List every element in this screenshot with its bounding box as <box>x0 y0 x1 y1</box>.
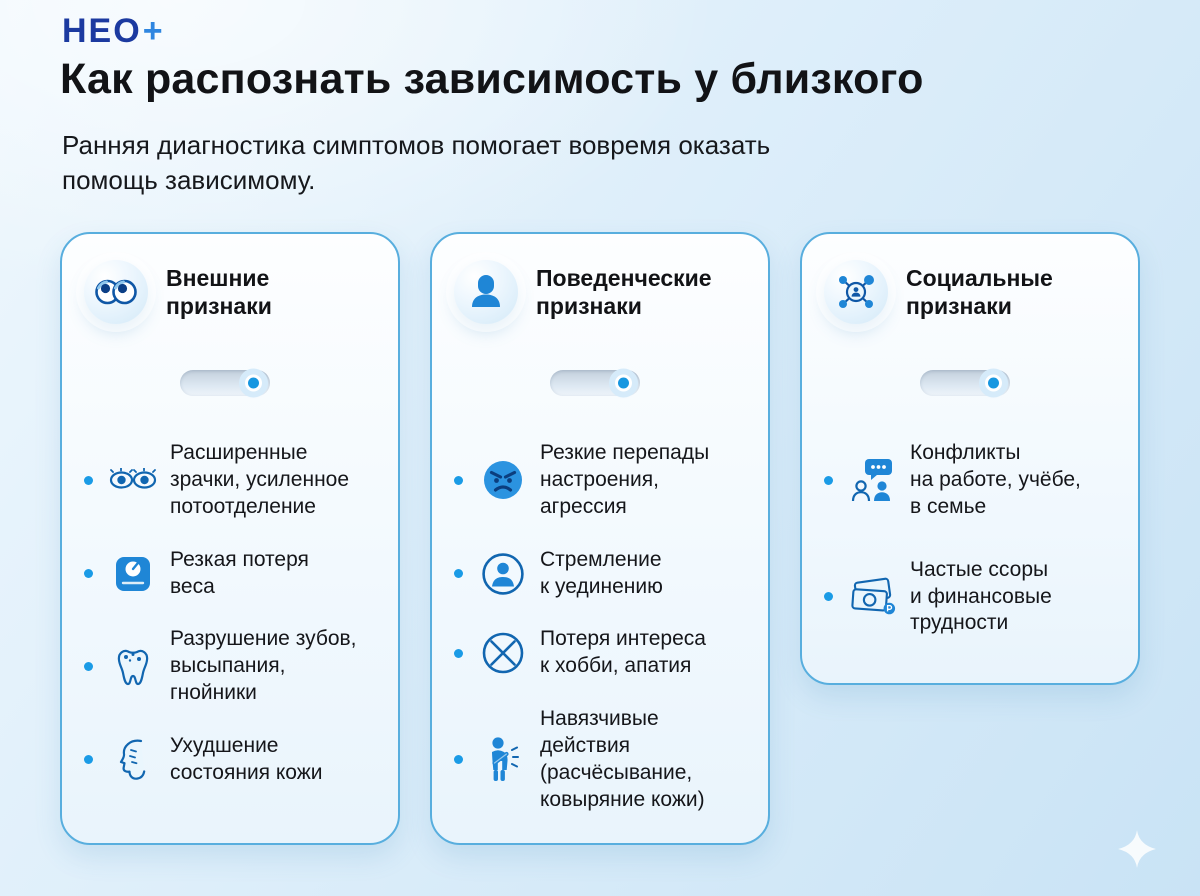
toggle-knob <box>245 374 262 392</box>
page-subtitle: Ранняя диагностика симптомов помогает во… <box>62 130 771 195</box>
card-title: Социальные признаки <box>906 264 1053 319</box>
list-item: Расширенные зрачки, усиленное потоотделе… <box>84 440 376 521</box>
item-text: Резкие перепады настроения, агрессия <box>540 441 710 518</box>
angry-face-icon <box>479 458 527 502</box>
item-text: Частые ссоры и финансовые трудности <box>910 557 1052 635</box>
card-header: Поведенческие признаки <box>454 260 746 324</box>
list-item: Потеря интереса к хобби, апатия <box>454 626 746 680</box>
item-text: Расширенные зрачки, усиленное потоотделе… <box>170 441 350 518</box>
behavioral-signs-toggle[interactable] <box>550 370 640 396</box>
bullet-dot <box>824 475 833 485</box>
card-header: Внешние признаки <box>84 260 376 324</box>
list-item: Навязчивые действия (расчёсывание, ковыр… <box>454 706 746 814</box>
list-item: Резкая потеря веса <box>84 547 376 601</box>
behavioral-signs-list: Резкие перепады настроения, агрессия Стр… <box>454 440 746 814</box>
page-title: Как распознать зависимость у близкого <box>60 55 924 103</box>
bullet-dot <box>84 662 93 672</box>
bullet-dot <box>84 755 93 765</box>
item-text: Навязчивые действия (расчёсывание, ковыр… <box>540 707 705 811</box>
tooth-icon <box>109 646 157 688</box>
solitude-person-icon <box>479 552 527 596</box>
item-text: Разрушение зубов, высыпания, гнойники <box>170 627 357 705</box>
toggle-knob <box>615 374 632 392</box>
social-signs-list: Конфликты на работе, учёбе, в семье <box>824 440 1116 637</box>
network-icon <box>824 260 888 324</box>
logo-plus-icon: + <box>142 12 165 50</box>
item-text: Стремление к уединению <box>540 547 663 598</box>
item-text: Ухудшение состояния кожи <box>170 734 323 784</box>
list-item: Резкие перепады настроения, агрессия <box>454 440 746 521</box>
item-text: Конфликты на работе, учёбе, в семье <box>910 441 1081 518</box>
bullet-dot <box>84 569 93 578</box>
logo-text: НЕО <box>62 12 142 50</box>
list-item: Конфликты на работе, учёбе, в семье <box>824 440 1116 521</box>
toggle-knob <box>985 374 1002 392</box>
card-external-signs: Внешние признаки <box>60 232 400 845</box>
card-title: Поведенческие признаки <box>536 264 712 319</box>
list-item: Стремление к уединению <box>454 547 746 601</box>
bullet-dot <box>824 592 833 602</box>
neo-plus-logo: НЕО+ <box>62 12 165 51</box>
bullet-dot <box>84 475 93 485</box>
money-icon <box>849 576 897 618</box>
scratching-person-icon <box>479 736 527 784</box>
crossed-circle-icon <box>479 631 527 675</box>
card-title: Внешние признаки <box>166 264 272 319</box>
conflict-people-icon <box>849 457 897 503</box>
social-signs-toggle[interactable] <box>920 370 1010 396</box>
person-icon <box>454 260 518 324</box>
eyes-icon <box>84 260 148 324</box>
face-skin-icon <box>109 738 157 782</box>
bullet-dot <box>454 475 463 485</box>
item-text: Потеря интереса к хобби, апатия <box>540 627 706 678</box>
list-item: Ухудшение состояния кожи <box>84 733 376 787</box>
cards-row: Внешние признаки <box>60 232 1140 845</box>
list-item: Частые ссоры и финансовые трудности <box>824 557 1116 638</box>
card-social-signs: Социальные признаки <box>800 232 1140 685</box>
card-header: Социальные признаки <box>824 260 1116 324</box>
dilated-pupils-icon <box>109 468 157 492</box>
list-item: Разрушение зубов, высыпания, гнойники <box>84 626 376 707</box>
bullet-dot <box>454 648 463 658</box>
sparkle-icon <box>1116 828 1158 875</box>
external-signs-list: Расширенные зрачки, усиленное потоотделе… <box>84 440 376 787</box>
bullet-dot <box>454 755 463 765</box>
external-signs-toggle[interactable] <box>180 370 270 396</box>
item-text: Резкая потеря веса <box>170 547 309 598</box>
weight-scale-icon <box>109 554 157 594</box>
bullet-dot <box>454 569 463 578</box>
card-behavioral-signs: Поведенческие признаки <box>430 232 770 845</box>
